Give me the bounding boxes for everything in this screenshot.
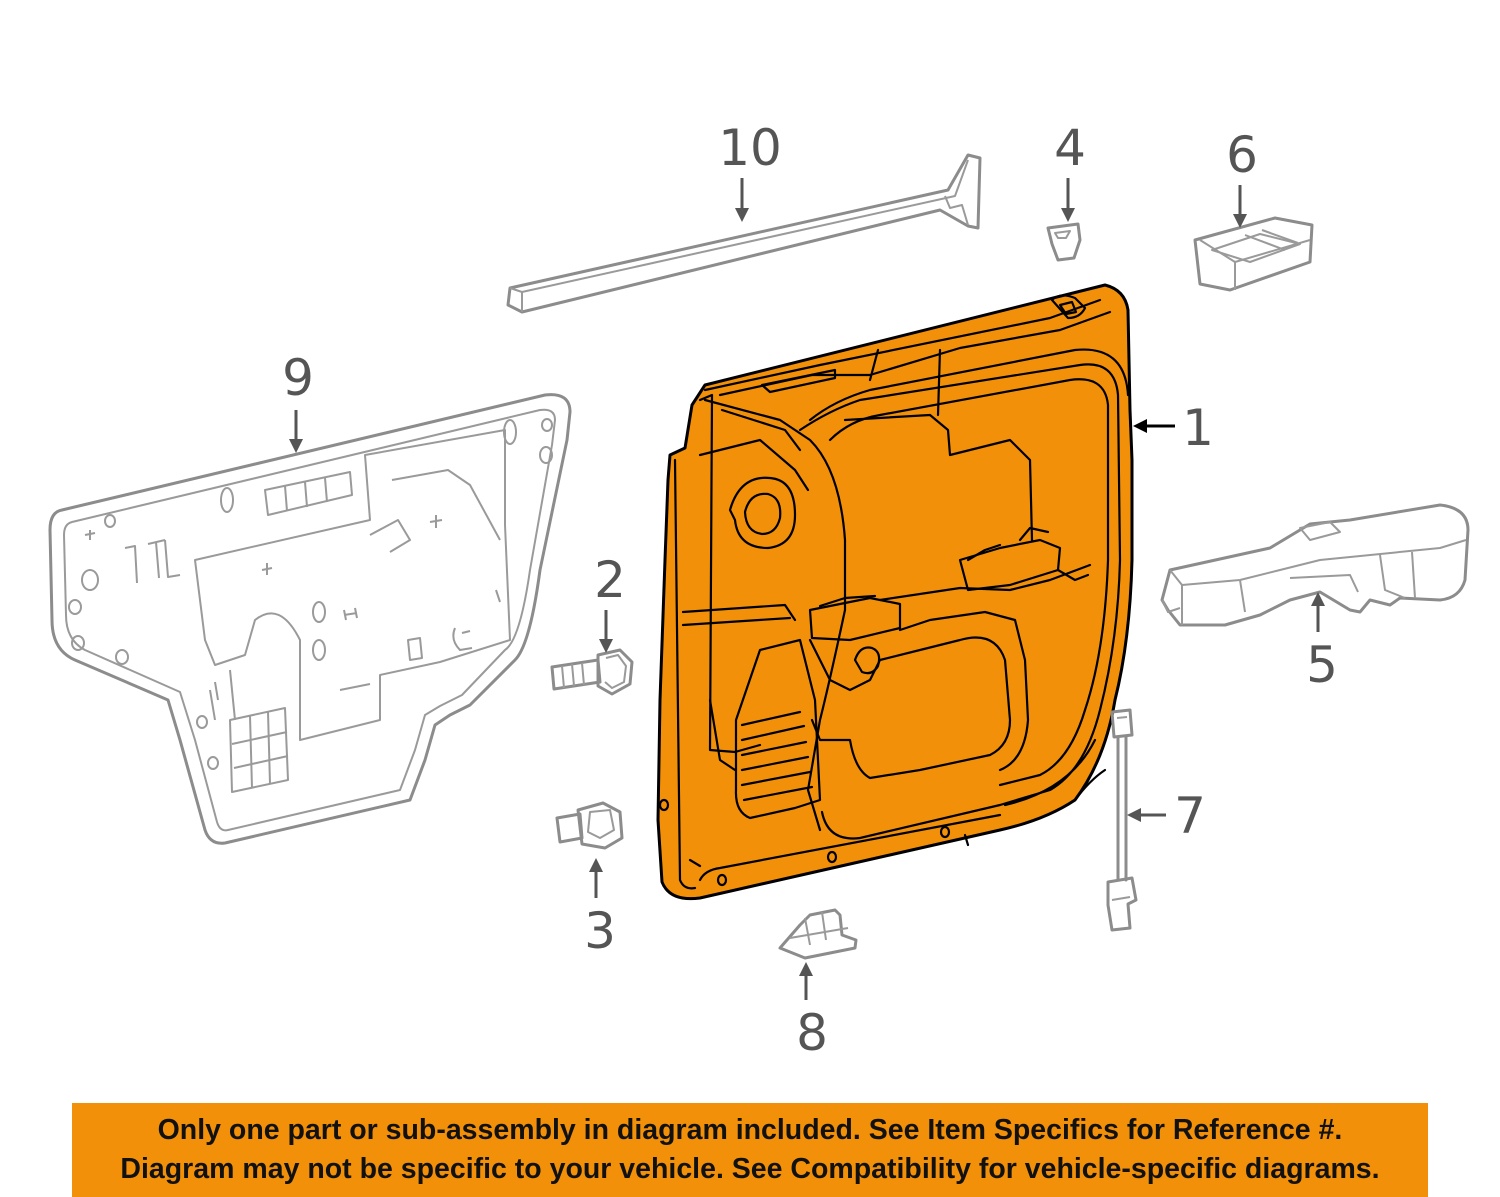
callout-4: 4 <box>1054 119 1086 222</box>
part-7-wire-harness <box>1106 708 1138 932</box>
callout-1: 1 <box>1133 399 1214 457</box>
svg-text:5: 5 <box>1306 636 1338 694</box>
part-1-door-trim-panel <box>656 283 1134 901</box>
part-8-bracket <box>778 908 858 960</box>
callout-2: 2 <box>594 551 626 653</box>
callout-6: 6 <box>1226 126 1258 228</box>
svg-text:7: 7 <box>1174 787 1206 845</box>
part-9-inner-panel <box>48 393 572 845</box>
svg-text:1: 1 <box>1182 399 1214 457</box>
svg-text:4: 4 <box>1054 119 1086 177</box>
callout-9: 9 <box>282 349 314 453</box>
callout-7: 7 <box>1127 787 1206 845</box>
callout-5: 5 <box>1306 592 1338 694</box>
svg-text:3: 3 <box>584 902 616 960</box>
disclaimer-line-2: Diagram may not be specific to your vehi… <box>120 1153 1380 1185</box>
part-6-window-switch <box>1193 216 1314 292</box>
svg-text:10: 10 <box>718 119 782 177</box>
svg-text:2: 2 <box>594 551 626 609</box>
part-5-armrest <box>1160 503 1470 627</box>
part-4-clip <box>1046 222 1082 262</box>
disclaimer-banner: Only one part or sub-assembly in diagram… <box>72 1103 1428 1197</box>
part-2-bolt <box>550 648 634 696</box>
disclaimer-line-1: Only one part or sub-assembly in diagram… <box>157 1114 1343 1146</box>
callout-10: 10 <box>718 119 782 222</box>
part-3-screw <box>555 801 624 850</box>
callout-8: 8 <box>796 962 828 1062</box>
svg-text:9: 9 <box>282 349 314 407</box>
part-10-belt-molding <box>506 153 982 314</box>
svg-text:6: 6 <box>1226 126 1258 184</box>
callout-3: 3 <box>584 858 616 960</box>
svg-text:8: 8 <box>796 1004 828 1062</box>
